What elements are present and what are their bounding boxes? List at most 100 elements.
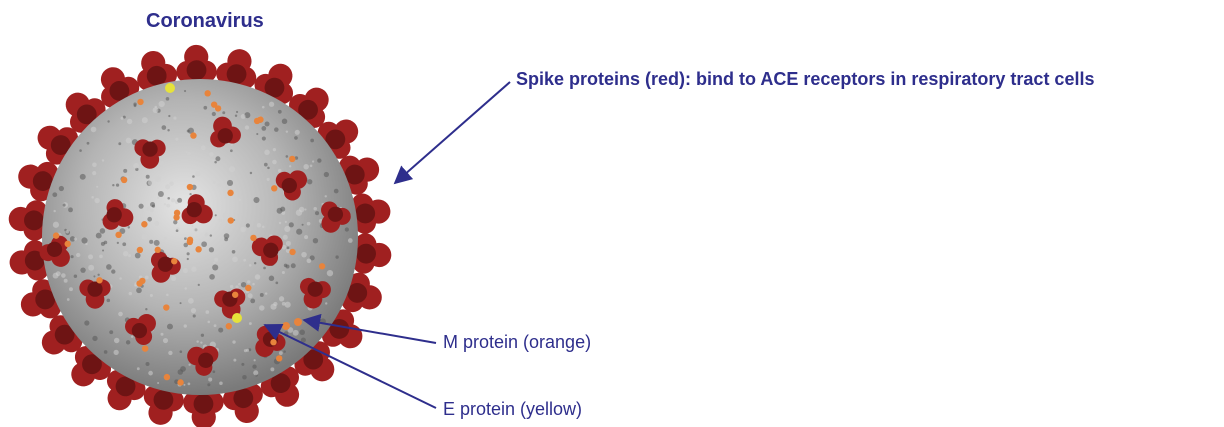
texture-speck <box>224 233 230 239</box>
m-protein <box>226 323 232 329</box>
texture-speck <box>282 119 288 125</box>
texture-speck <box>212 112 216 116</box>
texture-speck <box>310 164 313 167</box>
texture-speck <box>88 254 93 259</box>
texture-speck <box>267 167 270 170</box>
texture-speck <box>262 106 265 109</box>
texture-speck <box>128 254 131 257</box>
texture-speck <box>222 213 227 218</box>
texture-speck <box>133 163 139 169</box>
texture-speck <box>279 351 283 355</box>
texture-speck <box>104 241 108 245</box>
texture-speck <box>70 255 73 258</box>
texture-speck <box>66 230 69 233</box>
m-protein <box>53 232 59 238</box>
texture-speck <box>192 175 195 178</box>
texture-speck <box>214 324 217 327</box>
texture-speck <box>246 223 250 227</box>
texture-speck <box>261 126 266 131</box>
texture-speck <box>187 152 191 156</box>
spike-arrow <box>395 82 510 183</box>
m-protein <box>65 241 71 247</box>
texture-speck <box>238 283 241 286</box>
texture-speck <box>279 222 281 224</box>
texture-speck <box>267 178 270 181</box>
texture-speck <box>193 314 196 317</box>
texture-speck <box>76 253 80 257</box>
texture-speck <box>133 102 136 105</box>
texture-speck <box>210 234 212 236</box>
texture-speck <box>291 263 296 268</box>
texture-speck <box>175 138 178 141</box>
m-protein <box>163 304 169 310</box>
texture-speck <box>153 107 159 113</box>
texture-speck <box>232 250 236 254</box>
m-protein <box>227 190 233 196</box>
texture-speck <box>91 196 94 199</box>
texture-speck <box>167 197 170 200</box>
texture-speck <box>194 228 198 232</box>
texture-speck <box>284 226 290 232</box>
texture-speck <box>129 292 132 295</box>
spike-protein-label: Spike proteins (red): bind to ACE recept… <box>516 70 1094 88</box>
texture-speck <box>92 163 97 168</box>
m-protein <box>282 322 290 330</box>
texture-speck <box>184 287 187 290</box>
texture-speck <box>173 116 176 119</box>
m-protein <box>173 214 179 220</box>
texture-speck <box>180 350 183 353</box>
texture-speck <box>282 271 285 274</box>
texture-speck <box>146 175 150 179</box>
texture-speck <box>249 322 252 325</box>
m-protein <box>319 263 325 269</box>
texture-speck <box>171 276 176 281</box>
texture-speck <box>205 232 209 236</box>
texture-speck <box>166 204 170 208</box>
texture-speck <box>183 384 185 386</box>
m-protein <box>136 280 142 286</box>
texture-speck <box>272 160 277 165</box>
texture-speck <box>270 367 274 371</box>
texture-speck <box>152 205 155 208</box>
texture-speck <box>232 340 235 343</box>
texture-speck <box>273 302 277 306</box>
texture-speck <box>117 242 119 244</box>
texture-speck <box>265 292 267 294</box>
texture-speck <box>184 237 187 240</box>
texture-speck <box>313 207 316 210</box>
texture-speck <box>157 382 159 384</box>
texture-speck <box>167 129 169 131</box>
texture-speck <box>260 293 264 297</box>
m-protein <box>187 239 193 245</box>
texture-speck <box>255 274 261 280</box>
texture-speck <box>150 294 153 297</box>
texture-speck <box>304 208 306 210</box>
texture-speck <box>164 203 166 205</box>
m-protein <box>204 90 210 96</box>
texture-speck <box>154 221 159 226</box>
m-protein <box>245 285 251 291</box>
texture-speck <box>143 182 147 186</box>
m-protein <box>137 99 143 105</box>
texture-speck <box>299 329 305 335</box>
texture-speck <box>209 152 214 157</box>
texture-speck <box>81 237 87 243</box>
texture-speck <box>147 217 152 222</box>
texture-speck <box>53 222 59 228</box>
texture-speck <box>96 233 102 239</box>
texture-speck <box>257 223 262 228</box>
texture-speck <box>241 114 246 119</box>
texture-speck <box>184 324 187 327</box>
texture-speck <box>256 133 258 135</box>
m-protein <box>164 374 170 380</box>
texture-speck <box>315 211 319 215</box>
m-protein <box>195 246 201 252</box>
e-protein <box>165 83 175 93</box>
texture-speck <box>189 193 191 195</box>
texture-speck <box>159 101 165 107</box>
m-protein <box>171 258 177 264</box>
texture-speck <box>317 158 321 162</box>
texture-speck <box>278 169 282 173</box>
m-protein <box>115 232 121 238</box>
texture-speck <box>241 363 244 366</box>
